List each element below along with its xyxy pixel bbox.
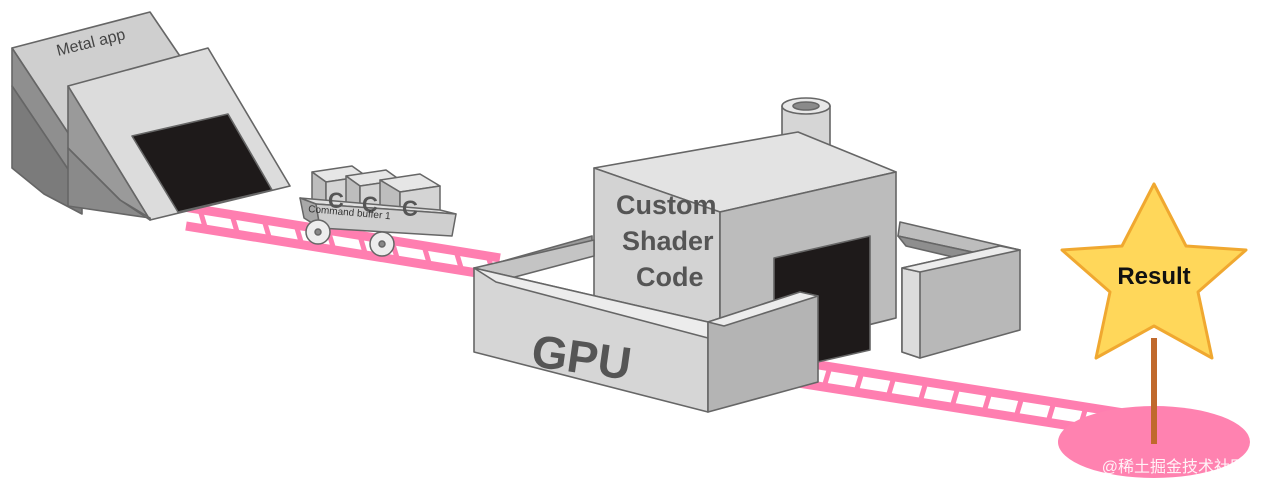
app-tunnel bbox=[131, 113, 273, 213]
result-star bbox=[1060, 182, 1248, 360]
shader-label-line3: Code bbox=[636, 262, 704, 292]
command-buffer-cart bbox=[299, 165, 457, 257]
metal-app-building bbox=[11, 11, 291, 221]
crate-letter-2: C bbox=[362, 192, 378, 217]
crate-letter-3: C bbox=[402, 196, 418, 221]
result-label: Result bbox=[1117, 263, 1190, 290]
crate-letter-1: C bbox=[328, 188, 344, 213]
shader-label-line2: Shader bbox=[622, 226, 714, 256]
watermark: @稀土掘金技术社区 bbox=[1102, 458, 1246, 476]
track-segment-app-to-gpu bbox=[177, 201, 509, 283]
result-pole bbox=[1151, 338, 1157, 444]
shader-label-line1: Custom bbox=[616, 190, 717, 220]
gpu-factory bbox=[473, 97, 1021, 413]
